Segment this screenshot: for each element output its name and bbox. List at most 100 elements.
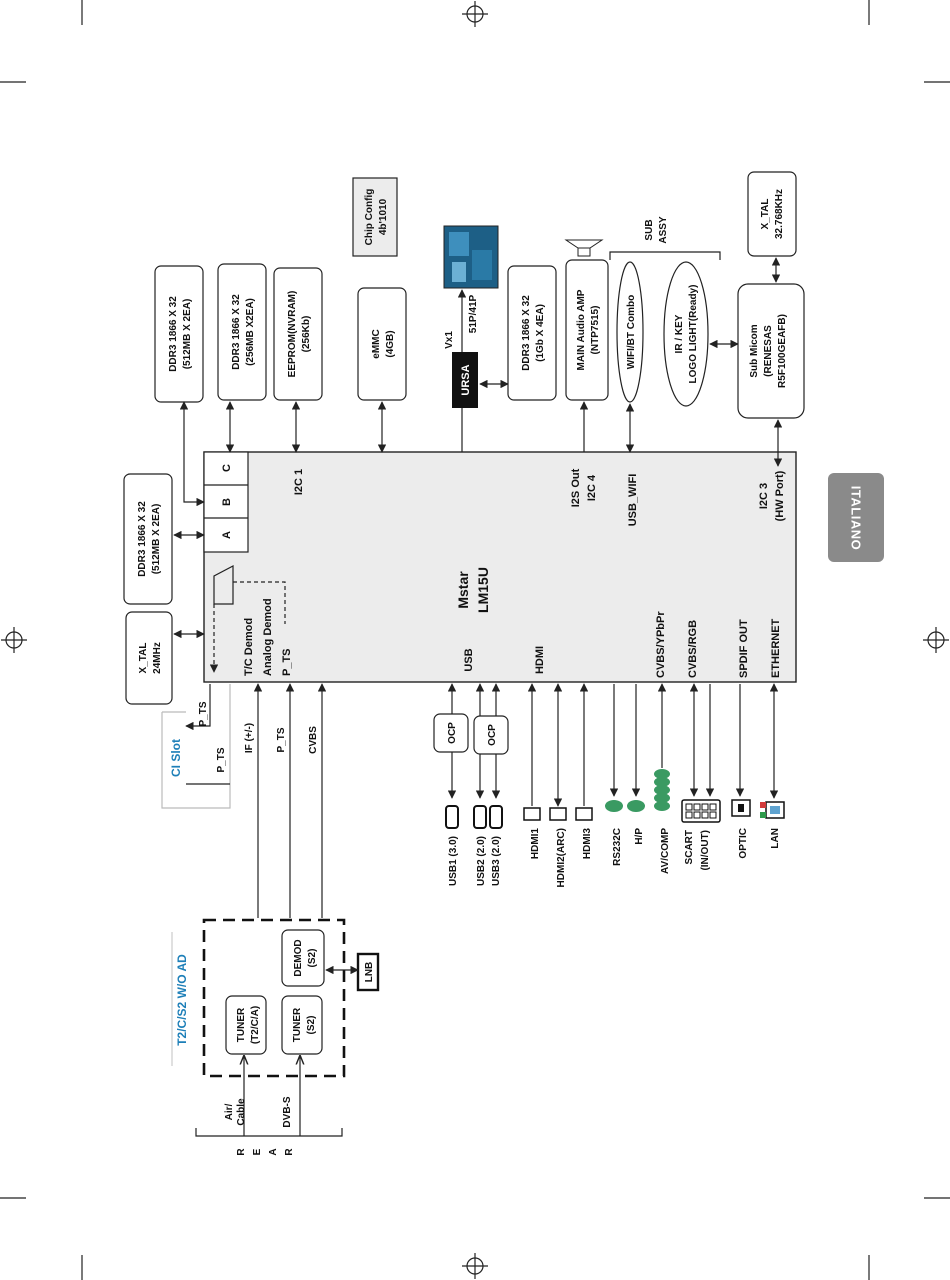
soc-block — [203, 451, 797, 683]
rear-air: Air/ — [224, 1103, 235, 1120]
usb3-icon — [489, 805, 503, 829]
tuner-module-title: T2/C/S2 W/O AD — [175, 954, 189, 1046]
label-i2s-out: I2S Out — [570, 468, 582, 507]
rear-letter-1: R — [236, 1148, 247, 1156]
soc-name: Mstar — [455, 571, 471, 609]
ocp-label-1: OCP — [447, 722, 458, 744]
chip-config-box — [352, 177, 398, 257]
hdmi3-icon — [575, 807, 593, 821]
ci-p-ts-b: P_TS — [216, 747, 227, 772]
ursa-block — [452, 352, 478, 408]
label-i2c4: I2C 4 — [586, 474, 598, 501]
label-i2c1: I2C 1 — [293, 469, 305, 495]
tuner1-box — [225, 995, 267, 1055]
sub-assy-l2: ASSY — [658, 216, 669, 244]
demod-triangle — [213, 565, 234, 605]
av-comp-jacks — [654, 769, 670, 811]
port-lan: LAN — [770, 828, 781, 849]
sub-micom-l2: (RENESAS — [763, 325, 774, 377]
port-hdmi2: HDMI2(ARC) — [556, 828, 567, 887]
port-scart-io: (IN/OUT) — [700, 830, 711, 871]
chip-config-l2: 4b'1010 — [378, 198, 389, 235]
ir-key-l1: IR / KEY — [674, 314, 685, 353]
port-av-comp: AV/COMP — [660, 828, 671, 874]
tuner2-l1: TUNER — [292, 1007, 303, 1042]
label-ethernet: ETHERNET — [770, 618, 782, 678]
tuner1-l1: TUNER — [236, 1007, 247, 1042]
registration-mark-right — [923, 627, 949, 653]
hdmi1-icon — [523, 807, 541, 821]
usb1-icon — [445, 805, 459, 829]
xtal-sub-l2: 32.768KHz — [774, 189, 785, 239]
ocp-label-2: OCP — [487, 724, 498, 746]
emmc-box — [357, 287, 407, 401]
tuner2-box — [281, 995, 323, 1055]
ddr-top2-l2: (256MB X2EA) — [245, 298, 256, 366]
ci-slot-label: CI Slot — [169, 739, 183, 777]
label-cvbs-rgb: CVBS/RGB — [687, 620, 699, 678]
ddr-left-l2: (512MB X 2EA) — [151, 504, 162, 575]
ursa-pins: 51P/41P — [468, 294, 479, 333]
rear-dvbs: DVB-S — [282, 1096, 293, 1127]
scart-icon — [681, 799, 721, 823]
demod-l2: (S2) — [307, 949, 318, 968]
ddr-port-c: C — [221, 464, 233, 472]
xtal-main-l2: 24MHz — [152, 642, 163, 674]
ir-key-l2: LOGO LIGHT(Ready) — [688, 285, 699, 384]
emmc-l2: (4GB) — [385, 330, 396, 357]
label-tc-demod: T/C Demod — [243, 618, 255, 676]
sub-micom-l1: Sub Micom — [749, 324, 760, 377]
rear-letter-4: R — [284, 1148, 295, 1156]
sub-assy-bracket — [609, 251, 721, 260]
hp-jack — [627, 800, 645, 812]
usb2-icon — [473, 805, 487, 829]
ddr-top1-l1: DDR3 1866 X 32 — [168, 296, 179, 372]
xtal-main-l1: X_TAL — [138, 643, 149, 674]
tuner2-l2: (S2) — [306, 1016, 317, 1035]
ddr-port-b: B — [221, 498, 233, 506]
ocp-box-2 — [473, 715, 509, 755]
ocp-box-1 — [433, 713, 469, 753]
lnb-label: LNB — [364, 962, 375, 983]
xtal-sub-l1: X_TAL — [760, 199, 771, 230]
rear-letter-2: E — [252, 1148, 263, 1155]
registration-mark-bottom — [462, 1253, 488, 1279]
label-usb-wifi: USB_WIFI — [627, 474, 639, 527]
sub-assy-l1: SUB — [644, 219, 655, 240]
audio-amp-box — [565, 259, 609, 401]
ir-key-box — [663, 261, 709, 407]
port-usb1: USB1 (3.0) — [448, 836, 459, 886]
port-hdmi1: HDMI1 — [530, 828, 541, 860]
registration-mark-left — [1, 627, 27, 653]
rear-bracket — [195, 1128, 343, 1137]
ci-p-ts-a: P_TS — [198, 701, 209, 726]
wifi-bt-label: WIFI/BT Combo — [626, 295, 637, 369]
port-scart: SCART — [684, 830, 695, 864]
rear-cable: Cable — [236, 1098, 247, 1126]
ddr-ursa-l2: (1Gb X 4EA) — [535, 304, 546, 362]
panel-image — [443, 225, 499, 289]
label-i2c3: I2C 3 — [758, 483, 770, 509]
xtal-main-box — [125, 611, 173, 705]
ddr-left-box — [123, 473, 173, 605]
sub-micom-box — [737, 283, 805, 419]
demod-l1: DEMOD — [293, 939, 304, 976]
demod-box — [281, 929, 325, 987]
signal-p-ts: P_TS — [276, 727, 287, 752]
port-hdmi3: HDMI3 — [582, 828, 593, 860]
rs232c-jack — [605, 800, 623, 812]
ddr-top1-l2: (512MB X 2EA) — [182, 299, 193, 370]
ddr-top2-l1: DDR3 1866 X 32 — [231, 294, 242, 370]
speaker-icon — [564, 239, 604, 257]
ddr-port-a: A — [221, 531, 233, 539]
ddr-left-l1: DDR3 1866 X 32 — [137, 501, 148, 577]
eeprom-box — [273, 267, 323, 401]
rear-letter-3: A — [268, 1148, 279, 1155]
ursa-label: URSA — [460, 364, 472, 395]
eeprom-l1: EEPROM(NVRAM) — [287, 291, 298, 378]
tuner1-l2: (T2/C/A) — [250, 1006, 261, 1044]
ddr-port-frame — [203, 451, 249, 553]
port-optic: OPTIC — [738, 828, 749, 859]
